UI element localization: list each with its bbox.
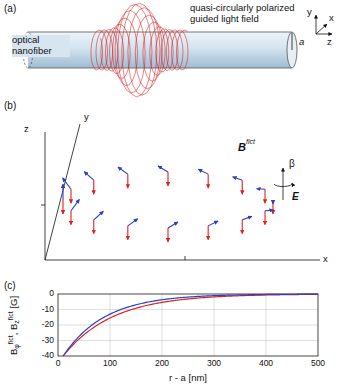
polarization-arrow	[71, 199, 79, 210]
axis-name: z	[24, 124, 29, 135]
fict-field-arrow	[127, 226, 128, 240]
fict-field-arrow	[242, 180, 243, 194]
part-name: quasi-circularly polarized guided light …	[190, 3, 325, 25]
propagation-symbol	[274, 168, 292, 200]
propagation-constant: β	[289, 158, 295, 170]
axis-title: r - a [nm]	[169, 373, 207, 384]
axis-title-part: B	[9, 348, 20, 354]
tick-label: 200	[155, 359, 169, 369]
polarization-arrow	[233, 177, 243, 180]
fict-field-arrow	[167, 228, 168, 242]
bz-curve	[63, 294, 318, 356]
polarization-arrow	[168, 222, 178, 228]
axis-name: y	[84, 112, 89, 123]
polarization-arrow	[94, 211, 104, 220]
tick-label: -40	[42, 351, 54, 361]
tick-label: 400	[259, 359, 273, 369]
grid-line	[58, 340, 318, 341]
polarization-arrow	[63, 178, 71, 189]
tick-label: 100	[103, 359, 117, 369]
panel-letter: (a)	[4, 3, 16, 15]
polarization-arrow	[242, 216, 252, 219]
panel-letter: (c)	[4, 280, 16, 292]
axis-name: z	[327, 37, 332, 48]
bphi-curve	[63, 294, 318, 356]
fict-field-arrow	[93, 180, 94, 194]
polarization-arrow	[257, 188, 265, 190]
fict-field-arrow	[208, 174, 209, 188]
field-symbol: E	[292, 191, 299, 203]
light-field	[91, 3, 188, 97]
polarization-arrow	[208, 221, 218, 226]
axis-title-part: φ	[14, 344, 21, 349]
helix-path	[91, 3, 188, 97]
polarization-arrow	[265, 210, 273, 212]
field-superscript: fict	[246, 138, 255, 146]
fict-field-arrow	[264, 189, 265, 203]
tick-label: -20	[42, 320, 54, 330]
axis-name: x	[329, 13, 334, 24]
polarization-arrow	[62, 184, 63, 200]
fict-field-arrow	[127, 174, 128, 188]
axis-name: y	[307, 7, 312, 18]
polarization-arrow	[84, 172, 94, 181]
fict-field-arrow	[167, 172, 168, 186]
field-vectors	[63, 166, 274, 242]
polarization-arrow	[128, 219, 138, 226]
field-symbol: B	[238, 141, 246, 154]
fict-field-arrow	[93, 220, 94, 234]
polarization-arrow	[118, 167, 128, 174]
axis-title-part: [G]	[9, 295, 20, 310]
fict-field-arrow	[62, 200, 63, 214]
tick-label: -10	[42, 305, 54, 315]
panel-letter: (b)	[4, 100, 16, 112]
polarization-arrow	[198, 169, 208, 174]
polarization-arrow	[158, 166, 168, 172]
tick-label: 0	[49, 289, 54, 299]
grid-line	[58, 309, 318, 310]
dimension-label: a	[299, 37, 304, 48]
tick-label: 300	[207, 359, 221, 369]
axis-title-part: , B	[9, 323, 20, 335]
fict-field-arrow	[264, 211, 265, 225]
line-chart	[58, 294, 318, 356]
axis-title-part: z	[14, 320, 21, 324]
axis-title: Bφfict, Bzfict [G]	[8, 295, 21, 354]
fict-field-arrow	[70, 211, 71, 225]
tick-label: -30	[42, 336, 54, 346]
part-name: optical nanofiber	[12, 35, 70, 57]
fict-field-arrow	[208, 226, 209, 240]
tick-label: 500	[311, 359, 325, 369]
axis-title-part: fict	[8, 335, 15, 344]
axis-name: x	[323, 254, 328, 265]
tick-label: 0	[56, 359, 61, 369]
axis-title-part: fict	[8, 311, 15, 320]
axes-3d	[41, 124, 320, 260]
plot-frame	[58, 294, 318, 356]
fict-field-arrow	[272, 200, 273, 214]
fict-field-arrow	[70, 189, 71, 203]
polarization-arrow	[272, 200, 273, 204]
fict-field-arrow	[242, 220, 243, 234]
